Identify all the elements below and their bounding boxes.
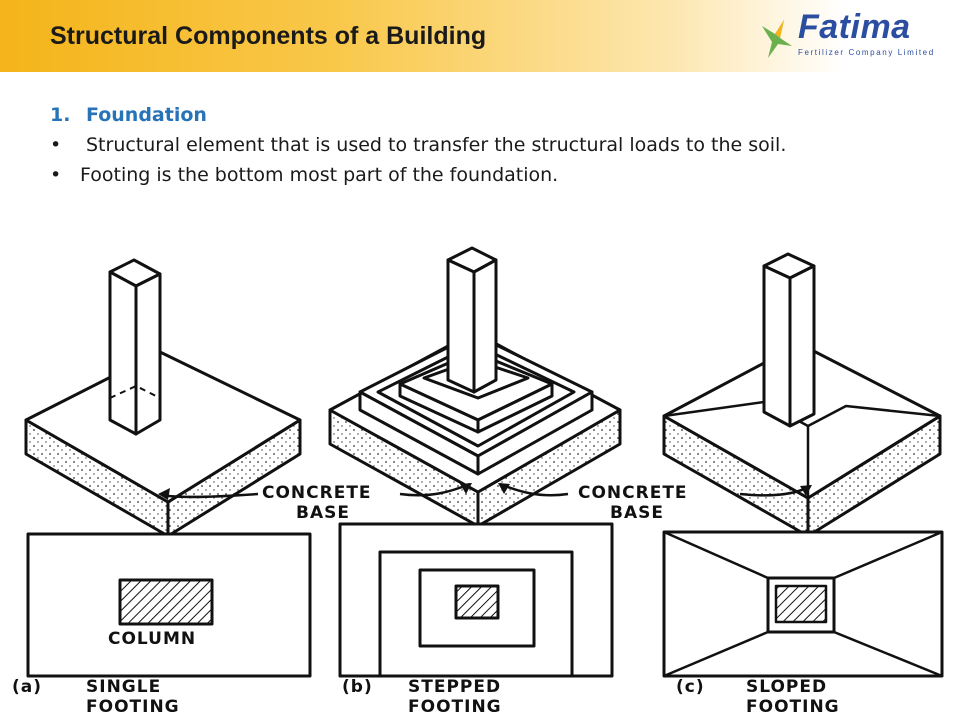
footing-types-figure: CONCRETE BASE CONCRETE BASE COLUMN (a) S… [12, 246, 944, 717]
caption-tag: (b) [342, 677, 373, 697]
callout-line2: BASE [296, 503, 350, 523]
concrete-base-label-left: CONCRETE BASE [262, 483, 372, 523]
section-heading: 1. Foundation [50, 104, 786, 126]
heading-text: Foundation [86, 104, 207, 126]
caption-line2: FOOTING [746, 697, 840, 717]
callout-line1: CONCRETE [578, 483, 688, 503]
concrete-base-label-right: CONCRETE BASE [578, 483, 688, 523]
slide-title: Structural Components of a Building [50, 22, 487, 50]
heading-number: 1. [50, 104, 71, 126]
fatima-logo: Fatima Fertilizer Company Limited [758, 8, 940, 62]
stepped-footing-plan [338, 522, 614, 678]
slide-body: 1. Foundation Structural element that is … [50, 104, 786, 186]
stepped-footing-iso [328, 246, 622, 528]
title-bar: Structural Components of a Building Fati… [0, 0, 960, 72]
caption-line2: FOOTING [408, 697, 502, 717]
bullet-item: Footing is the bottom most part of the f… [50, 164, 786, 186]
caption-line1: SLOPED [746, 677, 827, 697]
column-label: COLUMN [108, 629, 196, 649]
single-footing-iso [24, 258, 302, 538]
caption-a: (a) SINGLE FOOTING [12, 677, 180, 717]
caption-line1: SINGLE [86, 677, 161, 697]
bullet-item: Structural element that is used to trans… [50, 134, 786, 156]
logo-wordmark: Fatima [798, 8, 911, 46]
single-footing-plan [26, 532, 312, 678]
caption-b: (b) STEPPED FOOTING [342, 677, 502, 717]
logo-leaf-icon [762, 20, 792, 58]
caption-line2: FOOTING [86, 697, 180, 717]
caption-tag: (a) [12, 677, 42, 697]
callout-line2: BASE [610, 503, 664, 523]
caption-line1: STEPPED [408, 677, 501, 697]
logo-tagline: Fertilizer Company Limited [798, 48, 935, 57]
sloped-footing-iso [662, 252, 942, 538]
callout-line1: CONCRETE [262, 483, 372, 503]
caption-c: (c) SLOPED FOOTING [676, 677, 840, 717]
sloped-footing-plan [662, 530, 944, 678]
caption-tag: (c) [676, 677, 705, 697]
